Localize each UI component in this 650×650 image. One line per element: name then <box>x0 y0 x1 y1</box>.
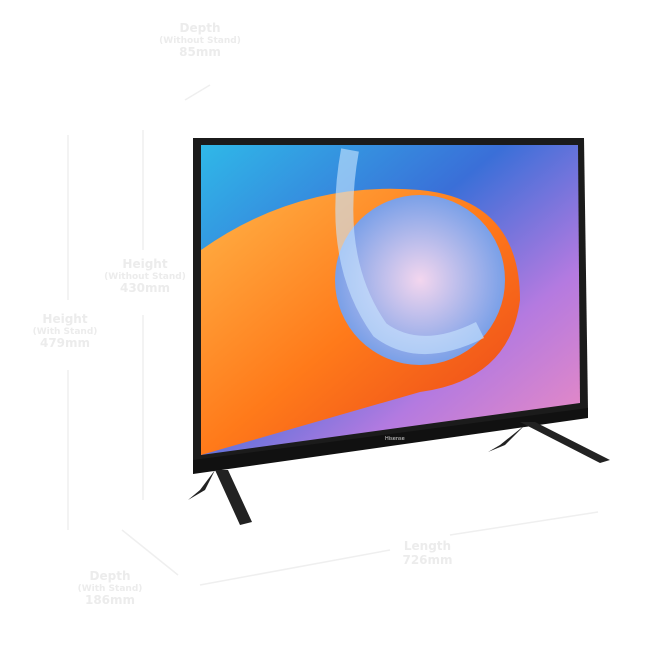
dim-title: Height <box>42 312 88 326</box>
brand-logo: Hisense <box>385 436 405 442</box>
depth-without-stand-label: Depth (Without Stand) 85mm <box>140 21 260 60</box>
dim-title: Height <box>122 257 168 271</box>
dim-title: Depth <box>89 569 131 583</box>
dim-value: 186mm <box>84 593 136 608</box>
dimension-lines <box>67 84 599 586</box>
dim-sub: (Without Stand) <box>104 271 186 282</box>
dim-sub: (With Stand) <box>77 583 143 594</box>
dim-sub: (With Stand) <box>32 326 98 337</box>
depth-with-stand-label: Depth (With Stand) 186mm <box>65 569 155 608</box>
tv: Hisense <box>188 138 610 525</box>
height-without-stand-label: Height (Without Stand) 430mm <box>95 257 195 296</box>
dim-value: 85mm <box>179 45 221 60</box>
dim-sub: (Without Stand) <box>159 35 241 46</box>
length-label: Length 726mm <box>390 539 465 568</box>
dim-value: 479mm <box>39 336 91 351</box>
dim-title: Depth <box>179 21 221 35</box>
dim-value: 430mm <box>119 281 171 296</box>
height-with-stand-label: Height (With Stand) 479mm <box>20 312 110 351</box>
dim-title: Length <box>403 539 452 553</box>
dim-value: 726mm <box>402 552 453 567</box>
